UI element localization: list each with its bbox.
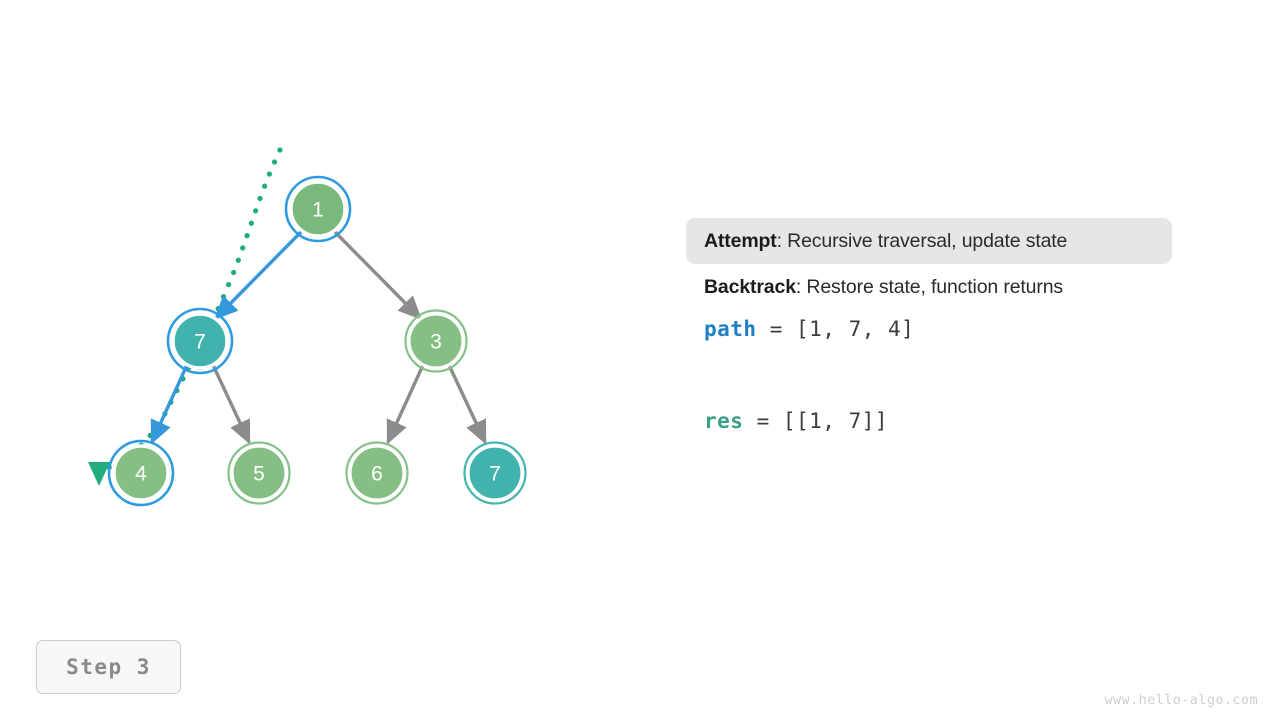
backtrack-row: Backtrack: Restore state, function retur… xyxy=(686,264,1172,310)
edge-n3-n7b xyxy=(447,364,487,445)
node-label: 6 xyxy=(371,463,383,486)
backtrack-text: : Restore state, function returns xyxy=(795,276,1063,299)
node-circle xyxy=(348,444,406,502)
tree-node-7-right[interactable]: 7 xyxy=(463,441,527,505)
binary-tree-diagram: 1 7 3 4 5 6 xyxy=(88,147,527,507)
step-badge-label: Step 3 xyxy=(66,655,151,679)
footer-url: www.hello-algo.com xyxy=(1104,692,1258,708)
node-outer-ring xyxy=(345,441,409,505)
node-circle xyxy=(289,180,347,238)
node-label: 5 xyxy=(253,463,265,486)
edge-n1-n3 xyxy=(332,229,422,320)
path-variable-value: = [1, 7, 4] xyxy=(756,316,915,341)
path-variable-row: path = [1, 7, 4] xyxy=(686,311,1172,347)
tree-node-5[interactable]: 5 xyxy=(227,441,291,505)
node-label: 7 xyxy=(489,463,501,486)
edge-n3-n6 xyxy=(386,364,425,445)
attempt-label: Attempt xyxy=(704,230,777,252)
backtrack-label: Backtrack xyxy=(704,276,796,299)
node-circle xyxy=(230,444,288,502)
node-outer-ring xyxy=(404,309,468,373)
edge-n7a-n4 xyxy=(150,364,189,445)
node-highlight-ring xyxy=(284,175,352,243)
step-badge: Step 3 xyxy=(36,640,181,694)
res-variable-value: = [[1, 7]] xyxy=(743,408,889,433)
tree-node-6[interactable]: 6 xyxy=(345,441,409,505)
node-label: 3 xyxy=(430,331,442,354)
tree-node-1[interactable]: 1 xyxy=(284,175,352,243)
attempt-text: : Recursive traversal, update state xyxy=(776,230,1068,252)
node-label: 4 xyxy=(135,463,147,486)
node-circle xyxy=(112,444,170,502)
node-highlight-ring xyxy=(107,439,175,507)
node-circle xyxy=(466,444,524,502)
code-spacer xyxy=(686,347,1172,403)
node-circle xyxy=(171,312,229,370)
tree-edges xyxy=(150,229,487,445)
edge-n1-n7a xyxy=(214,229,304,320)
res-variable-row: res = [[1, 7]] xyxy=(686,403,1172,439)
tree-node-3[interactable]: 3 xyxy=(404,309,468,373)
path-variable-name: path xyxy=(704,316,757,341)
node-label: 1 xyxy=(312,199,324,222)
node-outer-ring xyxy=(463,441,527,505)
node-outer-ring xyxy=(227,441,291,505)
node-label: 7 xyxy=(194,331,206,354)
tree-node-4[interactable]: 4 xyxy=(107,439,175,507)
tree-node-7-left[interactable]: 7 xyxy=(166,307,234,375)
traversal-arrowhead-icon xyxy=(88,462,110,486)
info-panel: Attempt: Recursive traversal, update sta… xyxy=(686,218,1172,439)
edge-n7a-n5 xyxy=(211,364,251,445)
node-circle xyxy=(407,312,465,370)
node-highlight-ring xyxy=(166,307,234,375)
attempt-row: Attempt: Recursive traversal, update sta… xyxy=(686,218,1172,265)
res-variable-name: res xyxy=(704,408,744,433)
